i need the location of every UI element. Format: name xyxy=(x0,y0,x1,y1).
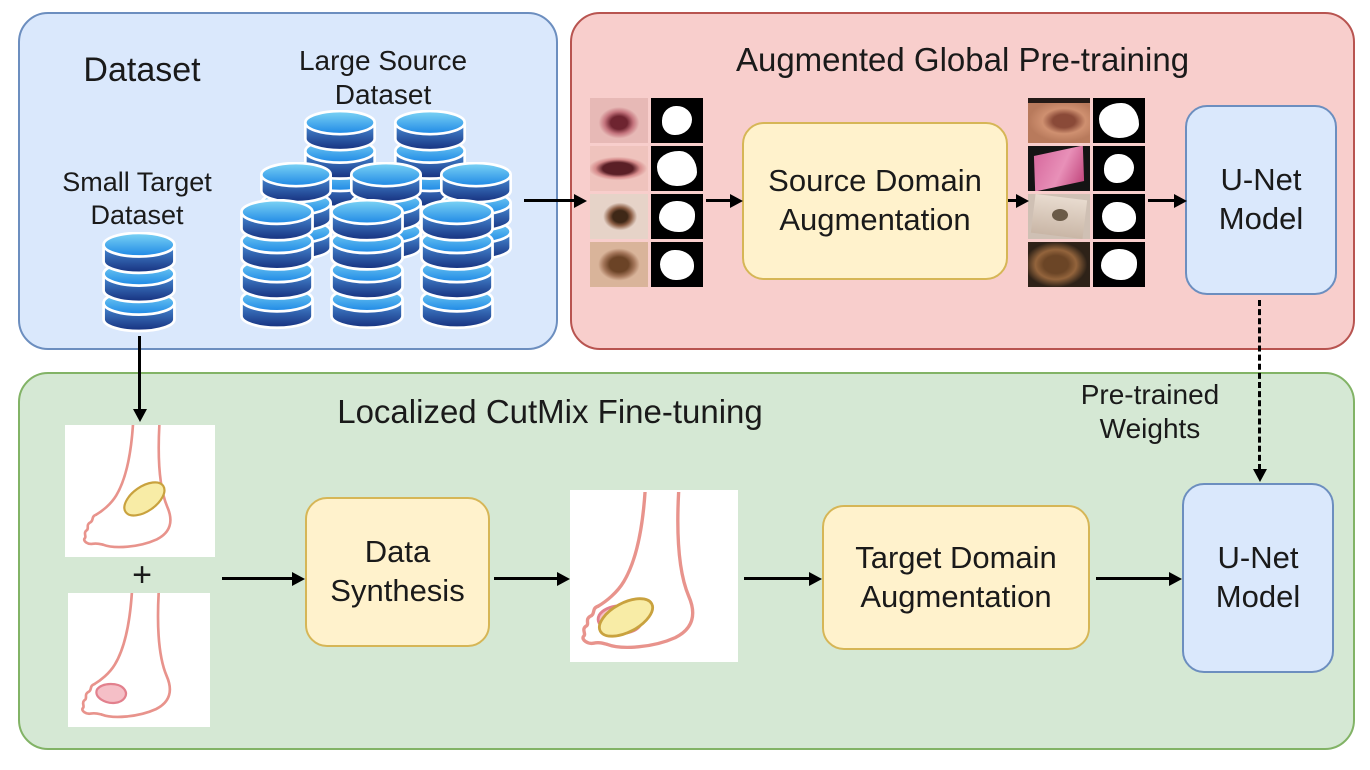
skin-lesion-photo xyxy=(590,98,648,143)
arrow-samples-to-unet xyxy=(1148,194,1187,208)
synthesized-lesion-image xyxy=(570,490,738,662)
source-domain-augmentation-node: Source Domain Augmentation xyxy=(742,122,1008,280)
augmented-lesion-photo xyxy=(1028,146,1090,191)
pretraining-title: Augmented Global Pre-training xyxy=(735,41,1190,78)
pretrained-weights-label: Pre-trained Weights xyxy=(1080,379,1220,445)
target-lesion-image-pink xyxy=(68,593,210,727)
skin-lesion-photo xyxy=(590,242,648,287)
segmentation-mask xyxy=(651,194,703,239)
sample-pair xyxy=(1028,194,1145,239)
skin-lesion-photo xyxy=(590,194,648,239)
arrow-images-to-synthesis xyxy=(222,572,305,586)
sample-pair xyxy=(590,146,703,191)
skin-lesion-photo xyxy=(590,146,648,191)
unet-model-finetune-node: U-Net Model xyxy=(1182,483,1334,673)
sample-pair xyxy=(590,242,703,287)
augmented-sample-column xyxy=(1028,98,1145,287)
segmentation-mask xyxy=(1093,194,1145,239)
unet-model-pretrain-node: U-Net Model xyxy=(1185,105,1337,295)
sample-pair xyxy=(590,194,703,239)
arrow-small-dataset-to-finetuning xyxy=(133,336,147,422)
arrow-samples-to-augmentation xyxy=(706,194,743,208)
augmented-lesion-photo xyxy=(1028,98,1090,143)
augmented-lesion-photo xyxy=(1028,242,1090,287)
data-synthesis-node: Data Synthesis xyxy=(305,497,490,647)
arrow-image-to-target-augmentation xyxy=(744,572,822,586)
arrow-dataset-to-pretraining xyxy=(524,194,587,208)
sample-pair xyxy=(1028,98,1145,143)
arrow-augmentation-to-samples xyxy=(1008,194,1029,208)
arrow-target-augmentation-to-unet xyxy=(1096,572,1182,586)
sample-pair xyxy=(590,98,703,143)
source-sample-column xyxy=(590,98,703,287)
small-target-dataset-label: Small Target Dataset xyxy=(62,167,212,230)
segmentation-mask xyxy=(1093,146,1145,191)
segmentation-mask xyxy=(651,146,703,191)
database-icon xyxy=(236,199,318,338)
segmentation-mask xyxy=(1093,98,1145,143)
database-icon xyxy=(326,199,408,338)
large-source-dataset-label: Large Source Dataset xyxy=(298,45,468,111)
sample-pair xyxy=(1028,146,1145,191)
database-icon xyxy=(416,199,498,338)
segmentation-mask xyxy=(651,242,703,287)
arrow-pretrained-weights-dashed xyxy=(1253,300,1267,482)
finetuning-title: Localized CutMix Fine-tuning xyxy=(337,393,763,430)
plus-sign: + xyxy=(132,556,152,594)
augmented-lesion-photo xyxy=(1028,194,1090,239)
segmentation-mask xyxy=(651,98,703,143)
target-lesion-image-yellow xyxy=(65,425,215,557)
small-database-icon xyxy=(98,232,180,341)
dataset-title: Dataset xyxy=(83,51,201,89)
arrow-synthesis-to-image xyxy=(494,572,570,586)
target-domain-augmentation-node: Target Domain Augmentation xyxy=(822,505,1090,650)
segmentation-mask xyxy=(1093,242,1145,287)
sample-pair xyxy=(1028,242,1145,287)
